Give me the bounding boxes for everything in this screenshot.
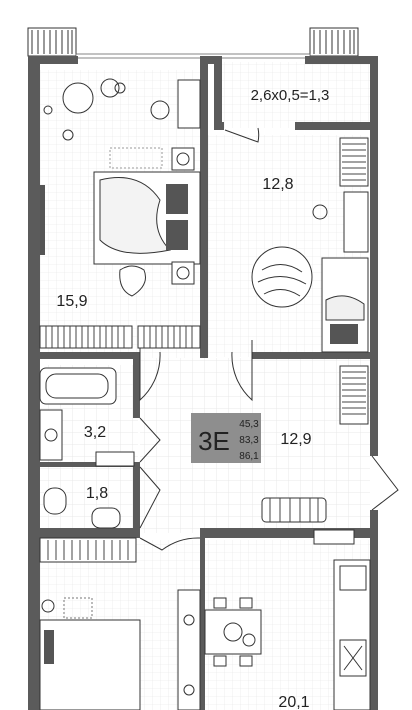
balcony-railings	[27, 27, 359, 59]
apartment-area-living: 45,3	[239, 419, 259, 430]
room-labels: 2,6x0,5=1,3 15,9 12,8 3,2 1,8 12,9 20,1	[56, 87, 329, 710]
apartment-badge: 3E 45,3 83,3 86,1	[191, 413, 261, 463]
apartment-type-label: 3E	[198, 426, 230, 456]
walls	[28, 56, 378, 710]
room-area-bedroom-top-left: 15,9	[56, 293, 87, 310]
door-swings	[139, 127, 399, 551]
hall-furniture	[95, 365, 369, 545]
apartment-badge-background	[191, 413, 261, 463]
apartment-area-with-balcony: 86,1	[239, 451, 259, 462]
bedroom-bottom-furniture	[39, 537, 141, 710]
room-area-balcony: 2,6x0,5=1,3	[251, 87, 330, 104]
bedroom-right-furniture	[251, 137, 369, 353]
apartment-area-total: 83,3	[239, 435, 259, 446]
bathroom-fixtures	[39, 367, 121, 529]
bedroom-left-furniture	[39, 78, 201, 349]
room-area-bedroom-top-right: 12,8	[262, 176, 293, 193]
room-area-bathroom: 3,2	[84, 424, 106, 441]
room-area-hall: 12,9	[280, 431, 311, 448]
room-area-toilet: 1,8	[86, 485, 108, 502]
room-area-living-kitchen: 20,1	[278, 694, 309, 710]
kitchen-furniture	[177, 559, 371, 710]
